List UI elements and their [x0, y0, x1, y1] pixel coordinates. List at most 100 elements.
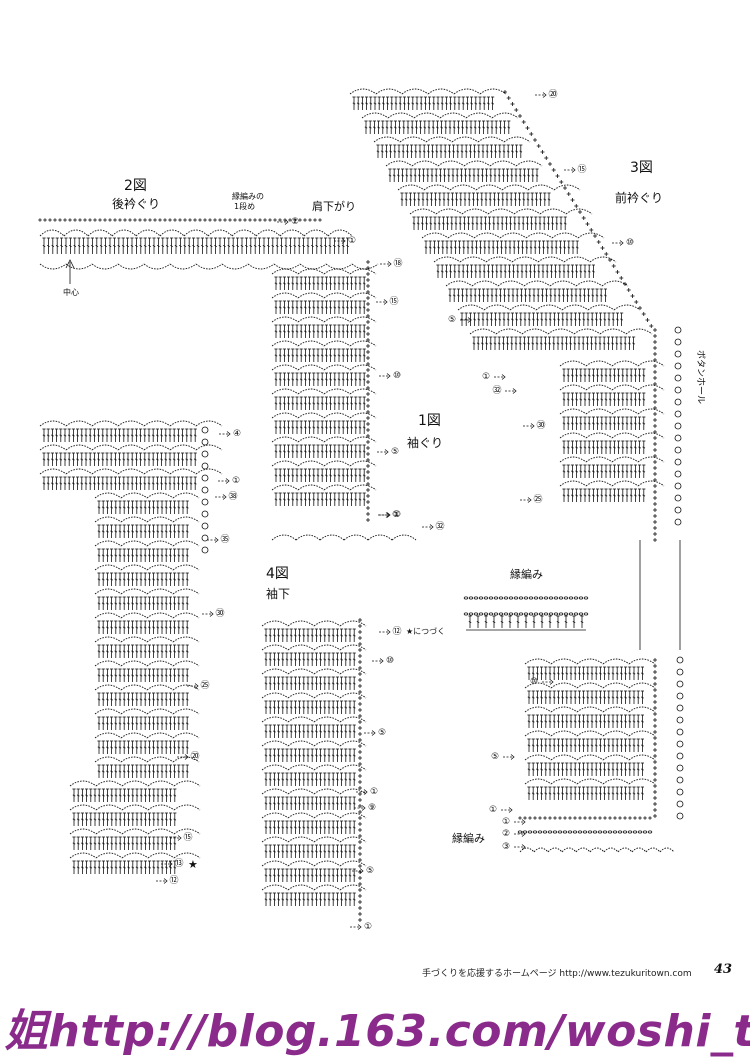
fig4-panel-arches [261, 644, 367, 651]
fig3-panel-arches [385, 160, 543, 167]
left-row-number: ㊳ [228, 491, 237, 502]
fig1-panel-arches [271, 460, 377, 467]
left-row-number: ⑬ [174, 858, 183, 869]
edging-bottom-row-3 [519, 847, 675, 853]
fig3-number: 3図 [630, 160, 653, 176]
fig1-panel-dc [274, 444, 366, 458]
fig3-bottom-panel-dc [527, 786, 644, 800]
edging_bottom-row-number: ③ [502, 842, 510, 852]
fig4-panel-dc [264, 748, 356, 762]
fig1-panel-dc [274, 420, 366, 434]
left-panel-arches [94, 492, 200, 499]
fig2-plus-row [38, 218, 322, 222]
left-panel-arches [69, 804, 201, 811]
fig4-panel-arches [261, 668, 367, 675]
fig3-bottom-panel-arches [524, 754, 656, 761]
fig3-buttonhole-picots [674, 326, 682, 526]
left-panel-arches [94, 708, 200, 715]
left-row-marker: ④ [219, 429, 241, 439]
fig3-panel-arches [457, 304, 641, 311]
left-panel-arches [94, 732, 200, 739]
fig4-row-marker: ⑨ [354, 803, 376, 813]
left-panel-dc [72, 836, 177, 850]
left-panel-dc [97, 548, 189, 562]
left-panel-arches [39, 420, 223, 427]
left-panel-dc [72, 860, 177, 874]
fig3-bottom-panel-dc [527, 762, 644, 776]
fig1-row-marker: ⑩ [379, 371, 401, 381]
fig3-panel-arches [349, 88, 507, 95]
fig3-row-marker: ① [489, 805, 513, 815]
fig1-panel-arches [271, 316, 377, 323]
fig3-row-number: ㉜ [492, 385, 501, 396]
fig1-number: 1図 [418, 413, 441, 429]
star-mark: ★ [188, 858, 198, 871]
fig1-panel-arches [271, 364, 377, 371]
fig3-row-number: ⑩ [530, 677, 538, 687]
fig2-edging-note-line1: 縁編みの [232, 191, 264, 201]
fig4-panel-arches [261, 716, 367, 723]
fig3-row-marker: ㉕ [520, 494, 543, 505]
fig4-number: 4図 [266, 566, 289, 582]
left-panel-arches [69, 828, 201, 835]
fig1-panel-arches [271, 436, 377, 443]
fig4-panel-arches [261, 836, 367, 843]
left-panel-dc [97, 620, 189, 634]
fig1-row-number: ⑩ [393, 371, 401, 381]
fig3-lower-panel-dc [562, 488, 646, 502]
left-row-number: ㉟ [220, 534, 229, 545]
left-panel-arches [94, 564, 200, 571]
left-panel-arches [69, 852, 201, 859]
fig1-title: 袖ぐり [407, 435, 443, 450]
fig4-panel-dc [264, 844, 356, 858]
fig4-panel-dc [264, 892, 356, 906]
fig2-arch-row-2 [39, 263, 379, 270]
fig1-panel-dc [274, 468, 366, 482]
fig4-row-number: ⑩ [386, 656, 394, 666]
fig1-row-number: ⑤ [391, 447, 399, 457]
fig1-panel-dc [274, 324, 366, 338]
left-panel-arches [94, 636, 200, 643]
fig3-panel-dc [412, 216, 567, 230]
fig3-lower-panel-dc [562, 440, 646, 454]
fig3-row-number: ⑤ [448, 315, 456, 325]
fig4-row-number: ① [370, 787, 378, 797]
fig3-lower-panel-arches [559, 384, 665, 391]
fig1-panel-arches [271, 388, 377, 395]
fig4-row-number: ⑤ [378, 728, 386, 738]
fig4-row-number: ① [364, 922, 372, 932]
fig2-center-label: 中心 [63, 287, 79, 297]
fig3-row-marker: ⑩ [612, 238, 634, 248]
fig3-panel-arches [397, 184, 581, 191]
fig3-bottom-panel-arches [524, 706, 656, 713]
fig4-panel-dc [264, 628, 356, 642]
fig3-edge-plus [653, 328, 657, 542]
left-panel-arches [69, 780, 201, 787]
fig3-panel-dc [436, 264, 595, 278]
edging_bottom-row-number: ② [502, 829, 510, 839]
fig4-panel-arches [261, 692, 367, 699]
fig3-row-marker: ⑮ [564, 164, 587, 175]
left-panel-dc [97, 500, 189, 514]
fig4-panel-dc [264, 796, 356, 810]
fig1-row-marker: ⑮ [376, 296, 399, 307]
fig3-diagonal-edge [503, 90, 654, 328]
fig3-panel-dc [364, 120, 511, 134]
edging_bottom-row-marker: ① [502, 817, 526, 827]
left-row-marker: ⑫ [156, 875, 179, 886]
fig3-bottom-panel-arches [524, 778, 656, 785]
fig1-panel-dc [274, 396, 366, 410]
fig1-panel-dc [274, 300, 366, 314]
fig3-panel-arches [421, 232, 605, 239]
fig3-panel-arches [469, 328, 653, 335]
fig3-lower-panel-dc [562, 368, 646, 382]
fig3-row-marker: ㉚ [523, 420, 546, 431]
fig4-row-marker: ⑤ [352, 866, 374, 876]
left-panel-arches [94, 660, 200, 667]
fig4-row-number: ⑤ [366, 866, 374, 876]
fig3-lower-panel-arches [559, 432, 665, 439]
fig2-number: 2図 [124, 178, 147, 194]
left-panel-dc [42, 452, 197, 466]
fig4-panel-dc [264, 868, 356, 882]
